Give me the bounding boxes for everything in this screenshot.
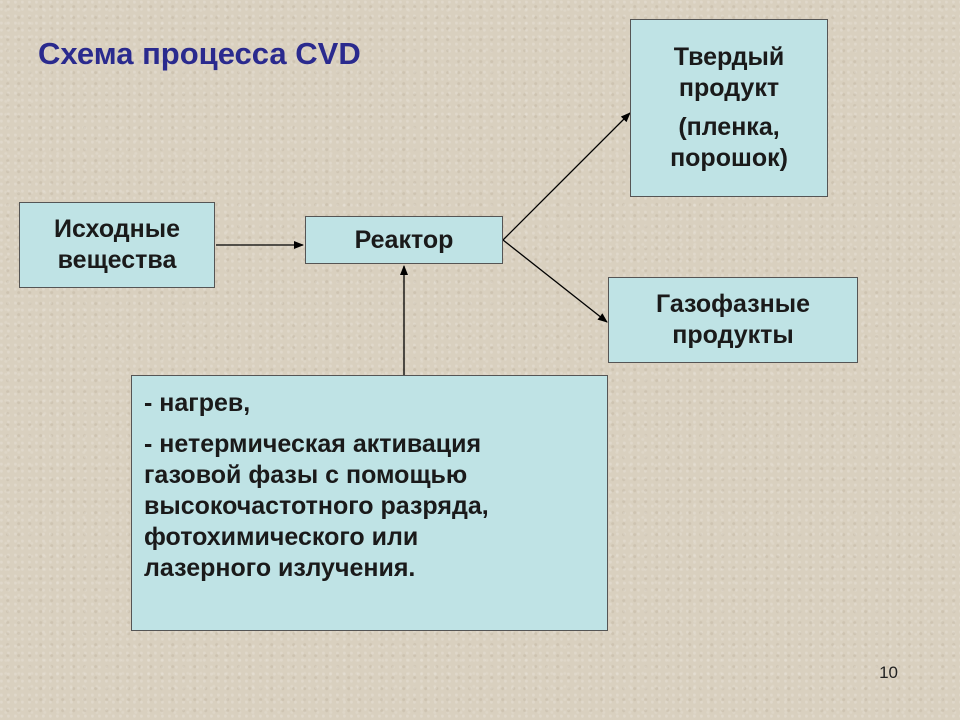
solid-line-4: порошок) <box>670 144 788 172</box>
source-line-1: Исходные <box>54 215 180 243</box>
gas-line-1: Газофазные <box>656 290 810 318</box>
slide-title: Схема процесса CVD <box>38 36 361 71</box>
source-substances-box: Исходные вещества <box>19 202 215 288</box>
gas-products-box: Газофазные продукты <box>608 277 858 363</box>
activation-line-1: - нетермическая активация <box>144 430 482 458</box>
activation-line-2: газовой фазы с помощью <box>144 461 468 489</box>
solid-product-box: Твердый продукт (пленка, порошок) <box>630 19 828 197</box>
solid-line-3: (пленка, <box>678 113 780 141</box>
arrow-reactor-to-solid <box>502 112 631 241</box>
solid-line-1: Твердый <box>673 43 785 71</box>
arrow-reactor-to-gas <box>502 239 608 323</box>
solid-line-2: продукт <box>678 74 780 102</box>
activation-methods-box: - нагрев, - нетермическая активация газо… <box>131 375 608 631</box>
gas-line-2: продукты <box>672 321 794 349</box>
activation-line-4: фотохимического или <box>144 523 419 551</box>
page-number: 10 <box>879 663 898 682</box>
activation-line-3: высокочастотного разряда, <box>144 492 489 520</box>
activation-item-heating: - нагрев, <box>144 389 251 417</box>
activation-line-5: лазерного излучения. <box>144 554 416 582</box>
source-line-2: вещества <box>57 246 177 274</box>
reactor-label: Реактор <box>354 225 454 254</box>
reactor-box: Реактор <box>305 216 503 264</box>
